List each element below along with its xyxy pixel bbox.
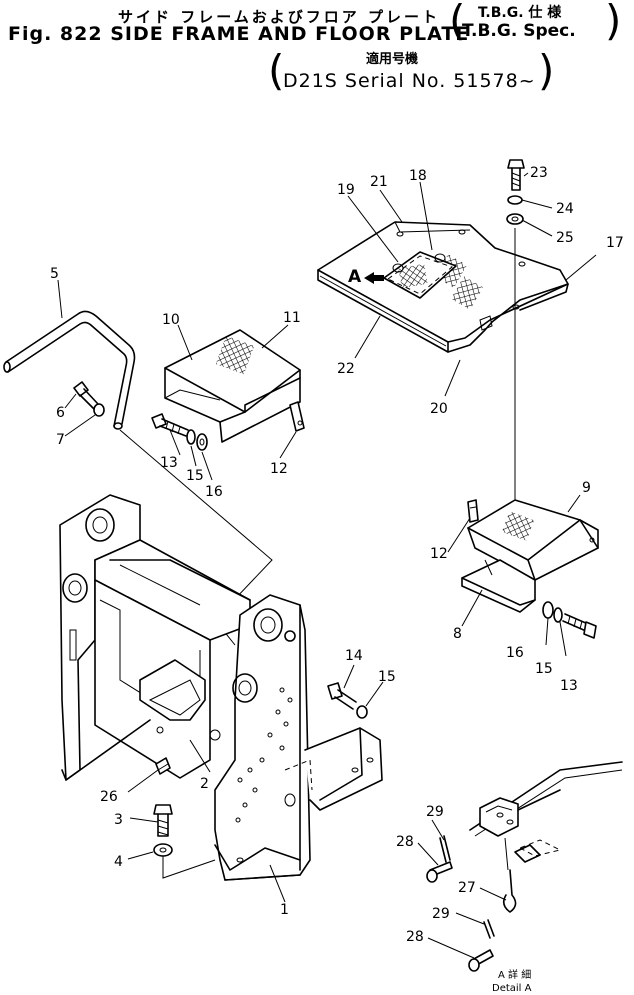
floor-plate	[317, 221, 569, 353]
callout-22: 22	[337, 361, 355, 377]
callout-21: 21	[370, 174, 388, 190]
callout-29-upper: 29	[426, 804, 444, 820]
callout-24: 24	[556, 201, 574, 217]
callout-8: 8	[453, 626, 462, 642]
callout-15-middle: 15	[378, 669, 396, 685]
callout-6: 6	[56, 405, 65, 421]
callout-2: 2	[200, 776, 209, 792]
side-frame-1	[59, 494, 383, 881]
lock-washer-15-right	[553, 607, 563, 623]
washer-25	[506, 213, 524, 225]
callout-20: 20	[430, 401, 448, 417]
callout-13-upper: 13	[160, 455, 178, 471]
callout-15-upper: 15	[186, 468, 204, 484]
bolt-3	[153, 804, 173, 837]
lock-washer-15-upper	[186, 429, 196, 445]
handrail-5	[3, 310, 136, 430]
callout-16-upper: 16	[205, 484, 223, 500]
callout-10: 10	[162, 312, 180, 328]
serial-label-japanese: 適用号機	[366, 52, 419, 67]
washer-16-right	[542, 601, 554, 619]
callout-18: 18	[409, 168, 427, 184]
callout-16-right: 16	[506, 645, 524, 661]
spec-label-japanese: T.B.G. 仕 様	[478, 5, 562, 21]
callout-5: 5	[50, 266, 59, 282]
callout-25: 25	[556, 230, 574, 246]
cover-left	[164, 329, 305, 443]
bolt-13-upper	[151, 413, 189, 437]
leader-lines	[57, 172, 597, 959]
spec-bracket-right: )	[605, 0, 622, 45]
callout-15-right: 15	[535, 661, 553, 677]
bolt-14	[327, 682, 357, 710]
callout-17: 17	[606, 235, 624, 251]
figure-title: Fig. 822 SIDE FRAME AND FLOOR PLATE	[8, 23, 470, 45]
callout-23: 23	[530, 165, 548, 181]
washer-7	[93, 403, 105, 417]
callout-14: 14	[345, 648, 363, 664]
view-marker-a: A	[348, 267, 362, 287]
bolt-6	[73, 381, 99, 410]
callout-27: 27	[458, 880, 476, 896]
callout-9: 9	[582, 480, 591, 496]
callout-28-upper: 28	[396, 834, 414, 850]
callout-12-upper: 12	[270, 461, 288, 477]
detail-a-label-japanese: A 詳 細	[498, 968, 531, 981]
clip-12-right	[467, 499, 479, 523]
serial-bracket-left: (	[268, 46, 285, 95]
washer-4	[153, 843, 173, 857]
spec-label: T.B.G. Spec.	[462, 21, 576, 41]
cover-right	[461, 499, 599, 613]
callout-11: 11	[283, 310, 301, 326]
title-japanese: サイド フレームおよびフロア プレート	[118, 8, 440, 26]
washer-15-middle	[356, 705, 368, 719]
detail-a	[426, 761, 623, 972]
callout-28-lower: 28	[406, 929, 424, 945]
callout-1: 1	[280, 902, 289, 918]
detail-a-label: Detail A	[492, 983, 532, 994]
bolt-13-right	[562, 613, 597, 639]
callout-labels: 1 2 3 4 5 6 7 8 9 10 11 12 12 13 13 14 1…	[50, 165, 624, 994]
lock-washer-24	[507, 195, 523, 205]
callout-7: 7	[56, 432, 65, 448]
serial-number-label: D21S Serial No. 51578~	[283, 70, 536, 92]
callout-26: 26	[100, 789, 118, 805]
callout-13-right: 13	[560, 678, 578, 694]
washer-16-upper	[196, 433, 208, 451]
callout-3: 3	[114, 812, 123, 828]
callout-19: 19	[337, 182, 355, 198]
spec-bracket-left: (	[449, 0, 466, 45]
serial-bracket-right: )	[538, 46, 555, 95]
bolt-23	[507, 159, 525, 191]
callout-4: 4	[114, 854, 123, 870]
callout-29-lower: 29	[432, 906, 450, 922]
callout-12-right: 12	[430, 546, 448, 562]
fitting-26	[155, 757, 171, 775]
